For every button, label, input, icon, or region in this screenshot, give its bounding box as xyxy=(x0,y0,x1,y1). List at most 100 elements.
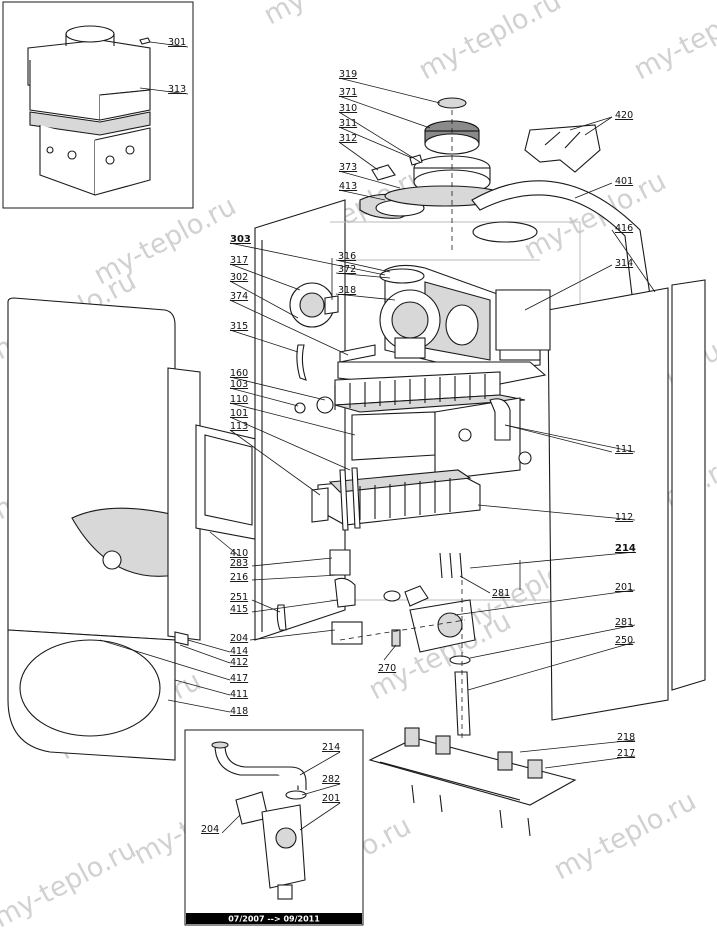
gas-valve-cap xyxy=(437,612,463,638)
leader-line xyxy=(251,574,339,581)
chamber-hole xyxy=(518,451,532,465)
leader-line xyxy=(229,429,321,496)
pressure-switch-port xyxy=(324,295,339,315)
callout-label: 214 xyxy=(615,543,636,554)
callout-label: 315 xyxy=(230,321,248,332)
mounting-plate-part xyxy=(368,737,577,806)
mounting-plate-group xyxy=(368,727,577,837)
inset-exchanger-part xyxy=(29,111,151,136)
callout-label: 111 xyxy=(615,444,633,455)
exchanger-pipe-end xyxy=(316,396,334,414)
pipe-251-part xyxy=(276,604,287,631)
lower-cover-cutout xyxy=(19,639,161,737)
leader-line xyxy=(301,783,341,796)
leader-line xyxy=(504,424,636,453)
inset-top-left: 301 313 xyxy=(2,1,194,209)
inset-pipe-part xyxy=(224,744,307,790)
callout-label: 201 xyxy=(322,793,340,804)
elbow-part xyxy=(334,577,356,608)
leader-line xyxy=(229,376,326,401)
fuse-270-part xyxy=(391,629,401,647)
leader-line xyxy=(574,182,613,199)
callout-label: 310 xyxy=(339,103,357,114)
leader-line xyxy=(229,387,299,407)
watermark: my-teplo.ru xyxy=(549,785,702,886)
callout-label: 311 xyxy=(339,118,357,129)
bracket-part xyxy=(339,344,376,363)
bracket-283-part xyxy=(329,549,351,576)
side-panels-group xyxy=(471,124,706,721)
leader-line xyxy=(504,424,613,453)
callout-label: 112 xyxy=(615,512,633,523)
fan-ring-part xyxy=(379,268,425,284)
seal-281-part xyxy=(449,655,471,665)
leader-line xyxy=(584,116,613,136)
callout-label: 317 xyxy=(230,255,248,266)
exchanger-fins-top xyxy=(334,394,526,413)
manifold-part xyxy=(311,487,329,523)
return-pipe-part xyxy=(489,398,511,441)
leader-line xyxy=(249,629,336,641)
fan-outlet-part xyxy=(445,304,479,346)
screws-214-part xyxy=(439,552,463,579)
callout-label: 318 xyxy=(338,285,356,296)
bracket-420-part xyxy=(524,124,601,173)
heat-exchanger-group xyxy=(294,371,532,481)
callout-label: 303 xyxy=(230,234,251,245)
fan-motor-part xyxy=(394,337,426,359)
clip-part xyxy=(174,631,189,646)
leader-line xyxy=(139,87,189,95)
callout-label: 110 xyxy=(230,394,248,405)
callout-label: 415 xyxy=(230,604,248,615)
watermark: my-teplo.ru xyxy=(0,833,141,931)
callout-label: 251 xyxy=(230,592,248,603)
watermark: my-teplo.ru xyxy=(414,0,567,86)
hydraulic-group xyxy=(276,549,476,740)
filter-part xyxy=(404,585,429,607)
inset-seal-part xyxy=(285,790,307,800)
inset-hole xyxy=(125,145,135,155)
date-range-label: 07/2007 --> 09/2011 xyxy=(228,915,320,924)
top-plate-hole xyxy=(472,221,538,243)
callout-label: 372 xyxy=(338,264,356,275)
callout-label: 216 xyxy=(230,572,248,583)
leader-line xyxy=(251,599,339,613)
leader-line xyxy=(569,116,613,131)
inner-frame-part xyxy=(167,367,201,641)
date-bar xyxy=(186,913,362,924)
chamber-hole xyxy=(458,428,472,442)
leader-line xyxy=(99,639,231,681)
callout-label: 313 xyxy=(168,84,186,95)
leader-line xyxy=(524,264,613,311)
inset-valve-outlet xyxy=(277,884,293,900)
mounting-plate-edge xyxy=(379,761,521,801)
leader-line xyxy=(209,531,239,556)
leader-line xyxy=(519,739,636,753)
leader-line xyxy=(229,280,299,319)
leader-line xyxy=(469,551,636,569)
pipe-250-part xyxy=(454,671,471,736)
side-panel-edge xyxy=(671,279,706,691)
leader-line xyxy=(338,141,379,171)
callout-label: 316 xyxy=(338,251,356,262)
callout-label: 420 xyxy=(615,110,633,121)
leader-line xyxy=(187,639,231,653)
leader-line xyxy=(335,272,391,279)
leader-line xyxy=(611,229,656,293)
watermark: my-teplo.ru xyxy=(259,0,412,31)
flue-neck-part xyxy=(65,34,115,46)
air-box-part xyxy=(495,289,551,351)
callout-label: 401 xyxy=(615,176,633,187)
callout-label: 281 xyxy=(615,617,633,628)
callout-label: 414 xyxy=(230,646,248,657)
side-panel-right xyxy=(547,287,669,721)
oring-part xyxy=(383,590,401,602)
bolt-part xyxy=(411,784,531,837)
callout-label: 283 xyxy=(230,558,248,569)
leader-line xyxy=(299,802,341,831)
callout-label: 113 xyxy=(230,421,248,432)
callout-label: 218 xyxy=(617,732,635,743)
callout-label: 412 xyxy=(230,657,248,668)
callouts-main: 319 371 310 311 312 373 413 303 317 302 … xyxy=(99,69,656,769)
